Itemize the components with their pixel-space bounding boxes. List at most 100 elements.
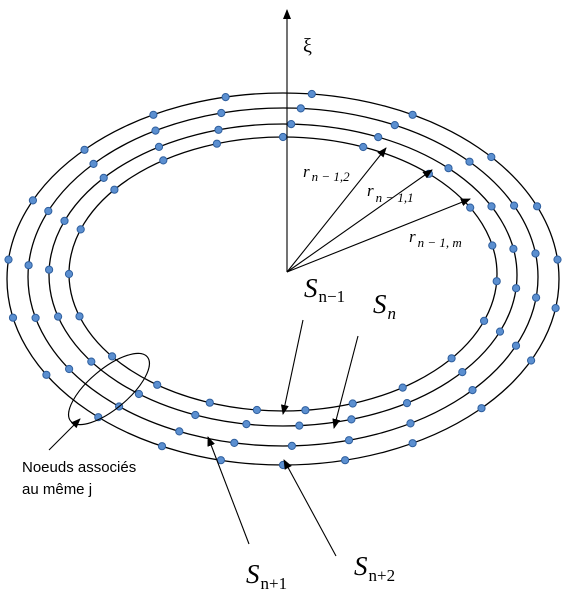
node-marker bbox=[214, 125, 223, 134]
node-marker bbox=[42, 370, 51, 379]
node-marker bbox=[466, 203, 475, 212]
node-marker bbox=[390, 121, 399, 130]
note-pointer-arrow bbox=[48, 418, 81, 451]
node-marker bbox=[149, 110, 158, 119]
node-marker bbox=[347, 415, 356, 424]
node-marker bbox=[348, 399, 357, 408]
node-marker bbox=[252, 405, 261, 415]
node-marker bbox=[8, 313, 18, 322]
node-marker bbox=[531, 249, 540, 258]
node-marker bbox=[487, 202, 496, 211]
node-marker bbox=[80, 145, 89, 154]
ring-s-n-plus-1 bbox=[27, 107, 539, 447]
node-marker bbox=[159, 156, 168, 165]
node-marker bbox=[89, 159, 98, 168]
pointer-s-n-plus-1 bbox=[207, 436, 250, 545]
node-marker bbox=[344, 436, 354, 445]
node-marker bbox=[398, 383, 407, 392]
node-marker bbox=[221, 93, 230, 102]
pointer-s-n bbox=[332, 335, 359, 429]
nodes bbox=[4, 89, 562, 470]
label-s-n-minus-1: Sn−1 bbox=[304, 273, 345, 306]
node-marker bbox=[551, 304, 560, 313]
radius-label-r-n-1-1-main: r bbox=[367, 181, 374, 200]
node-marker bbox=[28, 196, 38, 205]
node-marker bbox=[509, 244, 518, 253]
radius-arrow-r-n-1-1 bbox=[286, 169, 433, 273]
label-s-n-plus-2-sub: n+2 bbox=[369, 566, 396, 585]
node-marker bbox=[465, 157, 474, 166]
node-marker bbox=[341, 456, 350, 465]
node-marker bbox=[287, 441, 296, 450]
node-marker bbox=[54, 312, 63, 321]
node-marker bbox=[359, 142, 368, 152]
radius-label-r-n-1-2-sub: n − 1,2 bbox=[312, 169, 351, 184]
label-s-n-minus-1-sub: n−1 bbox=[319, 287, 346, 306]
node-marker bbox=[553, 255, 562, 264]
node-marker bbox=[278, 132, 288, 142]
node-marker bbox=[217, 108, 226, 118]
radius-label-r-n-1-m-sub-a: n − 1, bbox=[418, 235, 453, 250]
node-marker bbox=[408, 439, 417, 448]
ring-s-n-minus-1 bbox=[68, 136, 498, 412]
node-marker bbox=[76, 225, 85, 234]
label-s-n-sub: n bbox=[388, 304, 397, 323]
node-marker bbox=[212, 139, 221, 148]
node-marker bbox=[99, 173, 108, 182]
node-marker bbox=[157, 442, 167, 451]
node-marker bbox=[458, 368, 467, 377]
node-marker bbox=[488, 241, 497, 250]
node-marker bbox=[527, 356, 536, 365]
label-s-n: Sn bbox=[373, 289, 396, 323]
node-marker bbox=[295, 421, 304, 430]
node-marker bbox=[301, 406, 310, 415]
node-marker bbox=[532, 293, 541, 302]
node-marker bbox=[408, 110, 417, 119]
node-marker bbox=[495, 327, 505, 336]
pointer-s-n-plus-2 bbox=[283, 459, 337, 557]
label-s-n-plus-1: Sn+1 bbox=[246, 559, 287, 593]
note-line-2: au même j bbox=[22, 481, 92, 498]
rings bbox=[6, 92, 560, 466]
node-marker bbox=[175, 427, 184, 436]
radius-label-r-n-1-m-main: r bbox=[409, 227, 416, 246]
node-marker bbox=[480, 316, 489, 325]
node-marker bbox=[477, 404, 486, 413]
node-marker bbox=[374, 133, 383, 142]
radius-label-r-n-1-2-main: r bbox=[303, 162, 310, 181]
node-marker bbox=[287, 120, 296, 129]
node-marker bbox=[468, 386, 477, 395]
node-marker bbox=[511, 341, 521, 350]
node-marker bbox=[44, 206, 53, 216]
node-marker bbox=[87, 357, 96, 366]
node-marker bbox=[402, 399, 412, 408]
node-marker bbox=[533, 202, 542, 211]
node-marker bbox=[509, 201, 519, 210]
node-marker bbox=[60, 216, 69, 225]
associated-nodes-ellipse bbox=[68, 352, 150, 426]
label-s-n-plus-1-sub: n+1 bbox=[261, 574, 288, 593]
node-marker bbox=[65, 364, 74, 374]
label-s-n-main: S bbox=[373, 289, 387, 319]
node-marker bbox=[296, 104, 305, 113]
label-s-n-plus-2-main: S bbox=[354, 551, 368, 581]
node-marker bbox=[406, 419, 415, 428]
xi-label: ξ bbox=[303, 35, 312, 57]
radius-label-r-n-1-m-sub-b: m bbox=[452, 235, 461, 250]
node-marker bbox=[230, 438, 239, 447]
node-marker bbox=[4, 255, 13, 264]
label-s-n-plus-2: Sn+2 bbox=[354, 551, 395, 585]
node-marker bbox=[24, 261, 33, 270]
node-marker bbox=[242, 420, 251, 429]
node-marker bbox=[512, 284, 521, 293]
node-marker bbox=[153, 380, 162, 389]
node-marker bbox=[487, 152, 496, 162]
radius-label-r-n-1-1-sub: n − 1,1 bbox=[376, 190, 414, 205]
node-marker bbox=[110, 185, 119, 194]
node-marker bbox=[444, 164, 453, 173]
node-marker bbox=[75, 312, 84, 321]
node-marker bbox=[45, 265, 54, 274]
